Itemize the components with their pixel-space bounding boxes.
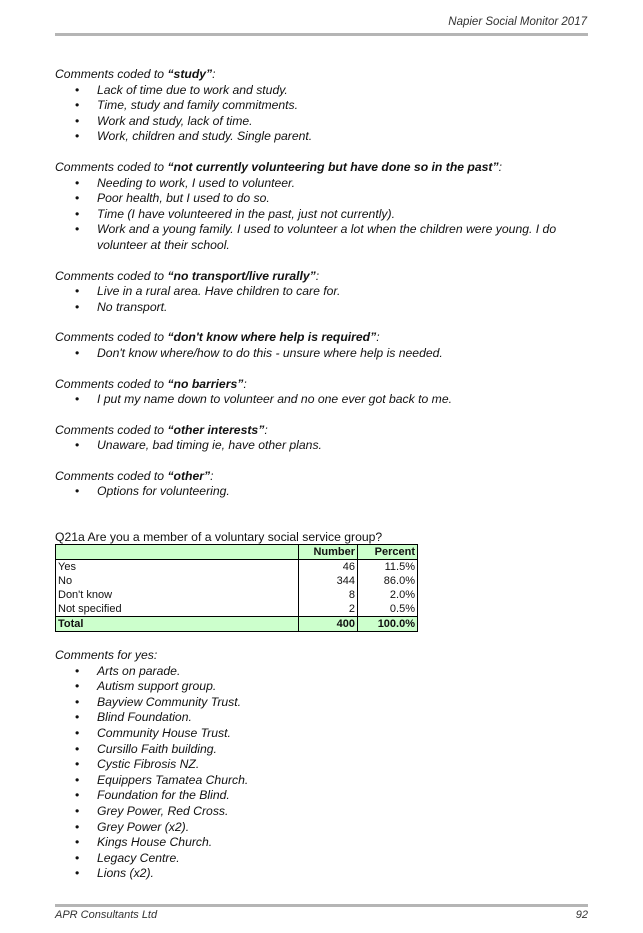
- table-row: Not specified 2 0.5%: [55, 602, 418, 617]
- section-intro: Comments coded to “study”:: [55, 67, 216, 81]
- list-item: No transport.: [55, 300, 590, 316]
- comment-list: Arts on parade. Autism support group. Ba…: [55, 664, 590, 882]
- table-row: No 344 86.0%: [55, 574, 418, 588]
- total-number: 400: [298, 616, 358, 632]
- list-item: Community House Trust.: [55, 726, 590, 742]
- comment-section: Comments coded to “study”: Lack of time …: [55, 67, 590, 145]
- table-header-row: Number Percent: [55, 544, 418, 560]
- header-title: Napier Social Monitor 2017: [448, 16, 587, 28]
- row-label: No: [55, 574, 299, 588]
- list-item: Work, children and study. Single parent.: [55, 129, 590, 145]
- list-item: Kings House Church.: [55, 835, 590, 851]
- list-item: Lions (x2).: [55, 866, 590, 882]
- list-item: Work and study, lack of time.: [55, 114, 590, 130]
- row-number: 2: [298, 602, 358, 617]
- comment-list: Lack of time due to work and study. Time…: [55, 83, 590, 145]
- list-item: Cursillo Faith building.: [55, 742, 590, 758]
- row-percent: 0.5%: [357, 602, 418, 617]
- section-intro: Comments coded to “other interests”:: [55, 422, 268, 437]
- row-percent: 11.5%: [357, 559, 418, 574]
- row-percent: 86.0%: [357, 574, 418, 588]
- list-item: Unaware, bad timing ie, have other plans…: [55, 438, 590, 454]
- footer-company: APR Consultants Ltd: [55, 909, 158, 921]
- list-item: Options for volunteering.: [55, 484, 590, 500]
- row-percent: 2.0%: [357, 588, 418, 602]
- row-label: Don't know: [55, 588, 299, 602]
- section-intro: Comments coded to “other”:: [55, 468, 214, 483]
- section-intro: Comments coded to “don't know where help…: [55, 330, 380, 345]
- list-item: Blind Foundation.: [55, 710, 590, 726]
- total-label: Total: [55, 616, 299, 632]
- list-item: Grey Power (x2).: [55, 820, 590, 836]
- comment-list: Don't know where/how to do this - unsure…: [55, 346, 590, 362]
- comment-list: Needing to work, I used to volunteer. Po…: [55, 176, 590, 254]
- comment-section: Comments coded to “no transport/live rur…: [55, 269, 590, 316]
- list-item: Don't know where/how to do this - unsure…: [55, 346, 590, 362]
- list-item: Lack of time due to work and study.: [55, 83, 590, 99]
- row-label: Yes: [55, 559, 299, 574]
- comments-heading: Comments for yes:: [55, 648, 158, 662]
- list-item: Work and a young family. I used to volun…: [55, 222, 590, 253]
- comment-section: Comments coded to “other interests”: Una…: [55, 423, 590, 454]
- list-item: Time, study and family commitments.: [55, 98, 590, 114]
- header-rule: [55, 33, 588, 36]
- table-row: Don't know 8 2.0%: [55, 588, 418, 602]
- list-item: Poor health, but I used to do so.: [55, 191, 590, 207]
- comments-for-yes: Comments for yes: Arts on parade. Autism…: [55, 648, 590, 882]
- question-table: Number Percent Yes 46 11.5% No 344 86.0%…: [55, 544, 418, 632]
- section-intro: Comments coded to “no transport/live rur…: [55, 268, 320, 283]
- total-percent: 100.0%: [357, 616, 418, 632]
- comment-list: Live in a rural area. Have children to c…: [55, 284, 590, 315]
- row-label: Not specified: [55, 602, 299, 617]
- comment-section: Comments coded to “don't know where help…: [55, 330, 590, 361]
- comment-list: Unaware, bad timing ie, have other plans…: [55, 438, 590, 454]
- list-item: Grey Power, Red Cross.: [55, 804, 590, 820]
- comment-list: I put my name down to volunteer and no o…: [55, 392, 590, 408]
- section-intro: Comments coded to “no barriers”:: [55, 376, 247, 391]
- column-header: [55, 544, 299, 560]
- list-item: Autism support group.: [55, 679, 590, 695]
- column-header: Number: [298, 544, 358, 560]
- list-item: Bayview Community Trust.: [55, 695, 590, 711]
- list-item: Legacy Centre.: [55, 851, 590, 867]
- comment-section: Comments coded to “other”: Options for v…: [55, 469, 590, 500]
- footer-rule: [55, 904, 588, 907]
- list-item: I put my name down to volunteer and no o…: [55, 392, 590, 408]
- list-item: Equippers Tamatea Church.: [55, 773, 590, 789]
- page-number: 92: [575, 909, 588, 921]
- list-item: Time (I have volunteered in the past, ju…: [55, 207, 590, 223]
- coded-comments: Comments coded to “study”: Lack of time …: [55, 67, 590, 515]
- row-number: 8: [298, 588, 358, 602]
- list-item: Arts on parade.: [55, 664, 590, 680]
- row-number: 344: [298, 574, 358, 588]
- section-intro: Comments coded to “not currently volunte…: [55, 159, 502, 174]
- comment-section: Comments coded to “not currently volunte…: [55, 160, 590, 254]
- comment-section: Comments coded to “no barriers”: I put m…: [55, 377, 590, 408]
- column-header: Percent: [357, 544, 418, 560]
- question-title: Q21a Are you a member of a voluntary soc…: [55, 530, 383, 544]
- table-total-row: Total 400 100.0%: [55, 616, 418, 632]
- list-item: Cystic Fibrosis NZ.: [55, 757, 590, 773]
- list-item: Foundation for the Blind.: [55, 788, 590, 804]
- list-item: Live in a rural area. Have children to c…: [55, 284, 590, 300]
- comment-list: Options for volunteering.: [55, 484, 590, 500]
- table-row: Yes 46 11.5%: [55, 559, 418, 574]
- row-number: 46: [298, 559, 358, 574]
- list-item: Needing to work, I used to volunteer.: [55, 176, 590, 192]
